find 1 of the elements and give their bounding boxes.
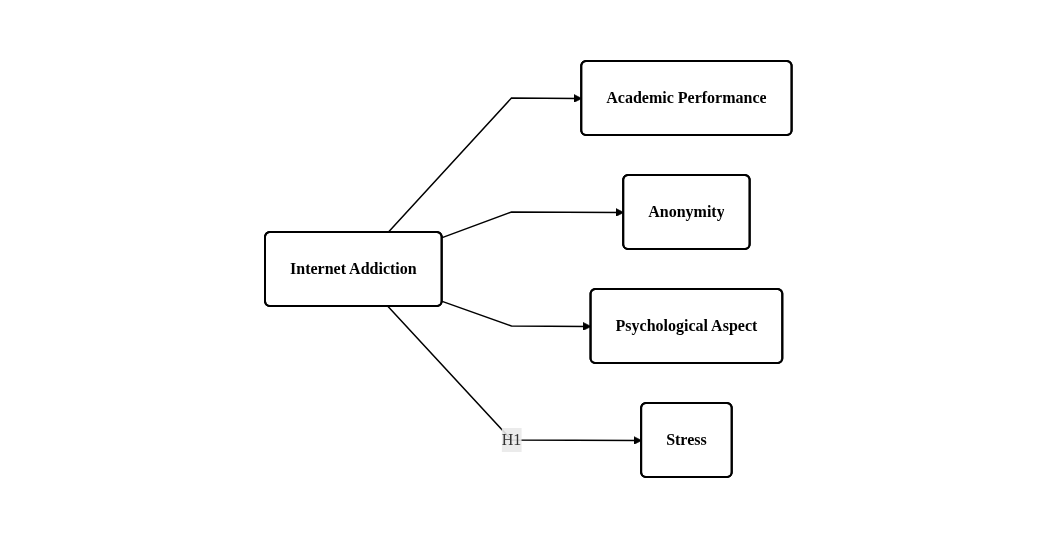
edge-label: H1 (501, 431, 522, 448)
